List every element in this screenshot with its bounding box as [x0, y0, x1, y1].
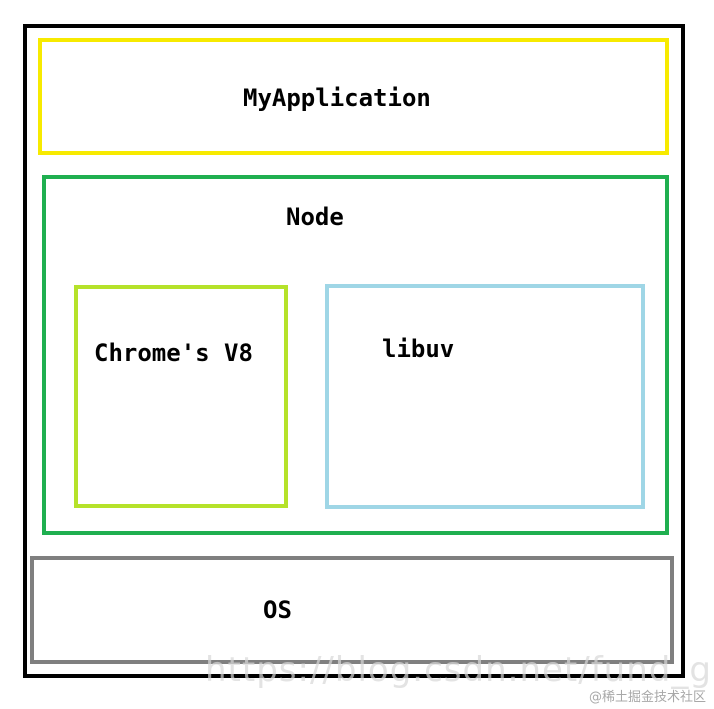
- v8-label: Chrome's V8: [94, 339, 253, 367]
- os-layer: [30, 556, 674, 664]
- libuv-component: [325, 284, 645, 509]
- node-layer: [42, 175, 669, 535]
- libuv-label: libuv: [382, 335, 455, 363]
- watermark-url: https://blog.csdn.net/fund_gr: [205, 650, 714, 690]
- node-label: Node: [286, 203, 344, 231]
- watermark-brand: @稀土掘金技术社区: [588, 690, 706, 705]
- v8-component: [74, 285, 288, 508]
- myapplication-layer: [38, 38, 669, 155]
- outer-frame: [23, 24, 685, 678]
- os-label: OS: [263, 596, 292, 624]
- myapplication-label: MyApplication: [243, 84, 431, 112]
